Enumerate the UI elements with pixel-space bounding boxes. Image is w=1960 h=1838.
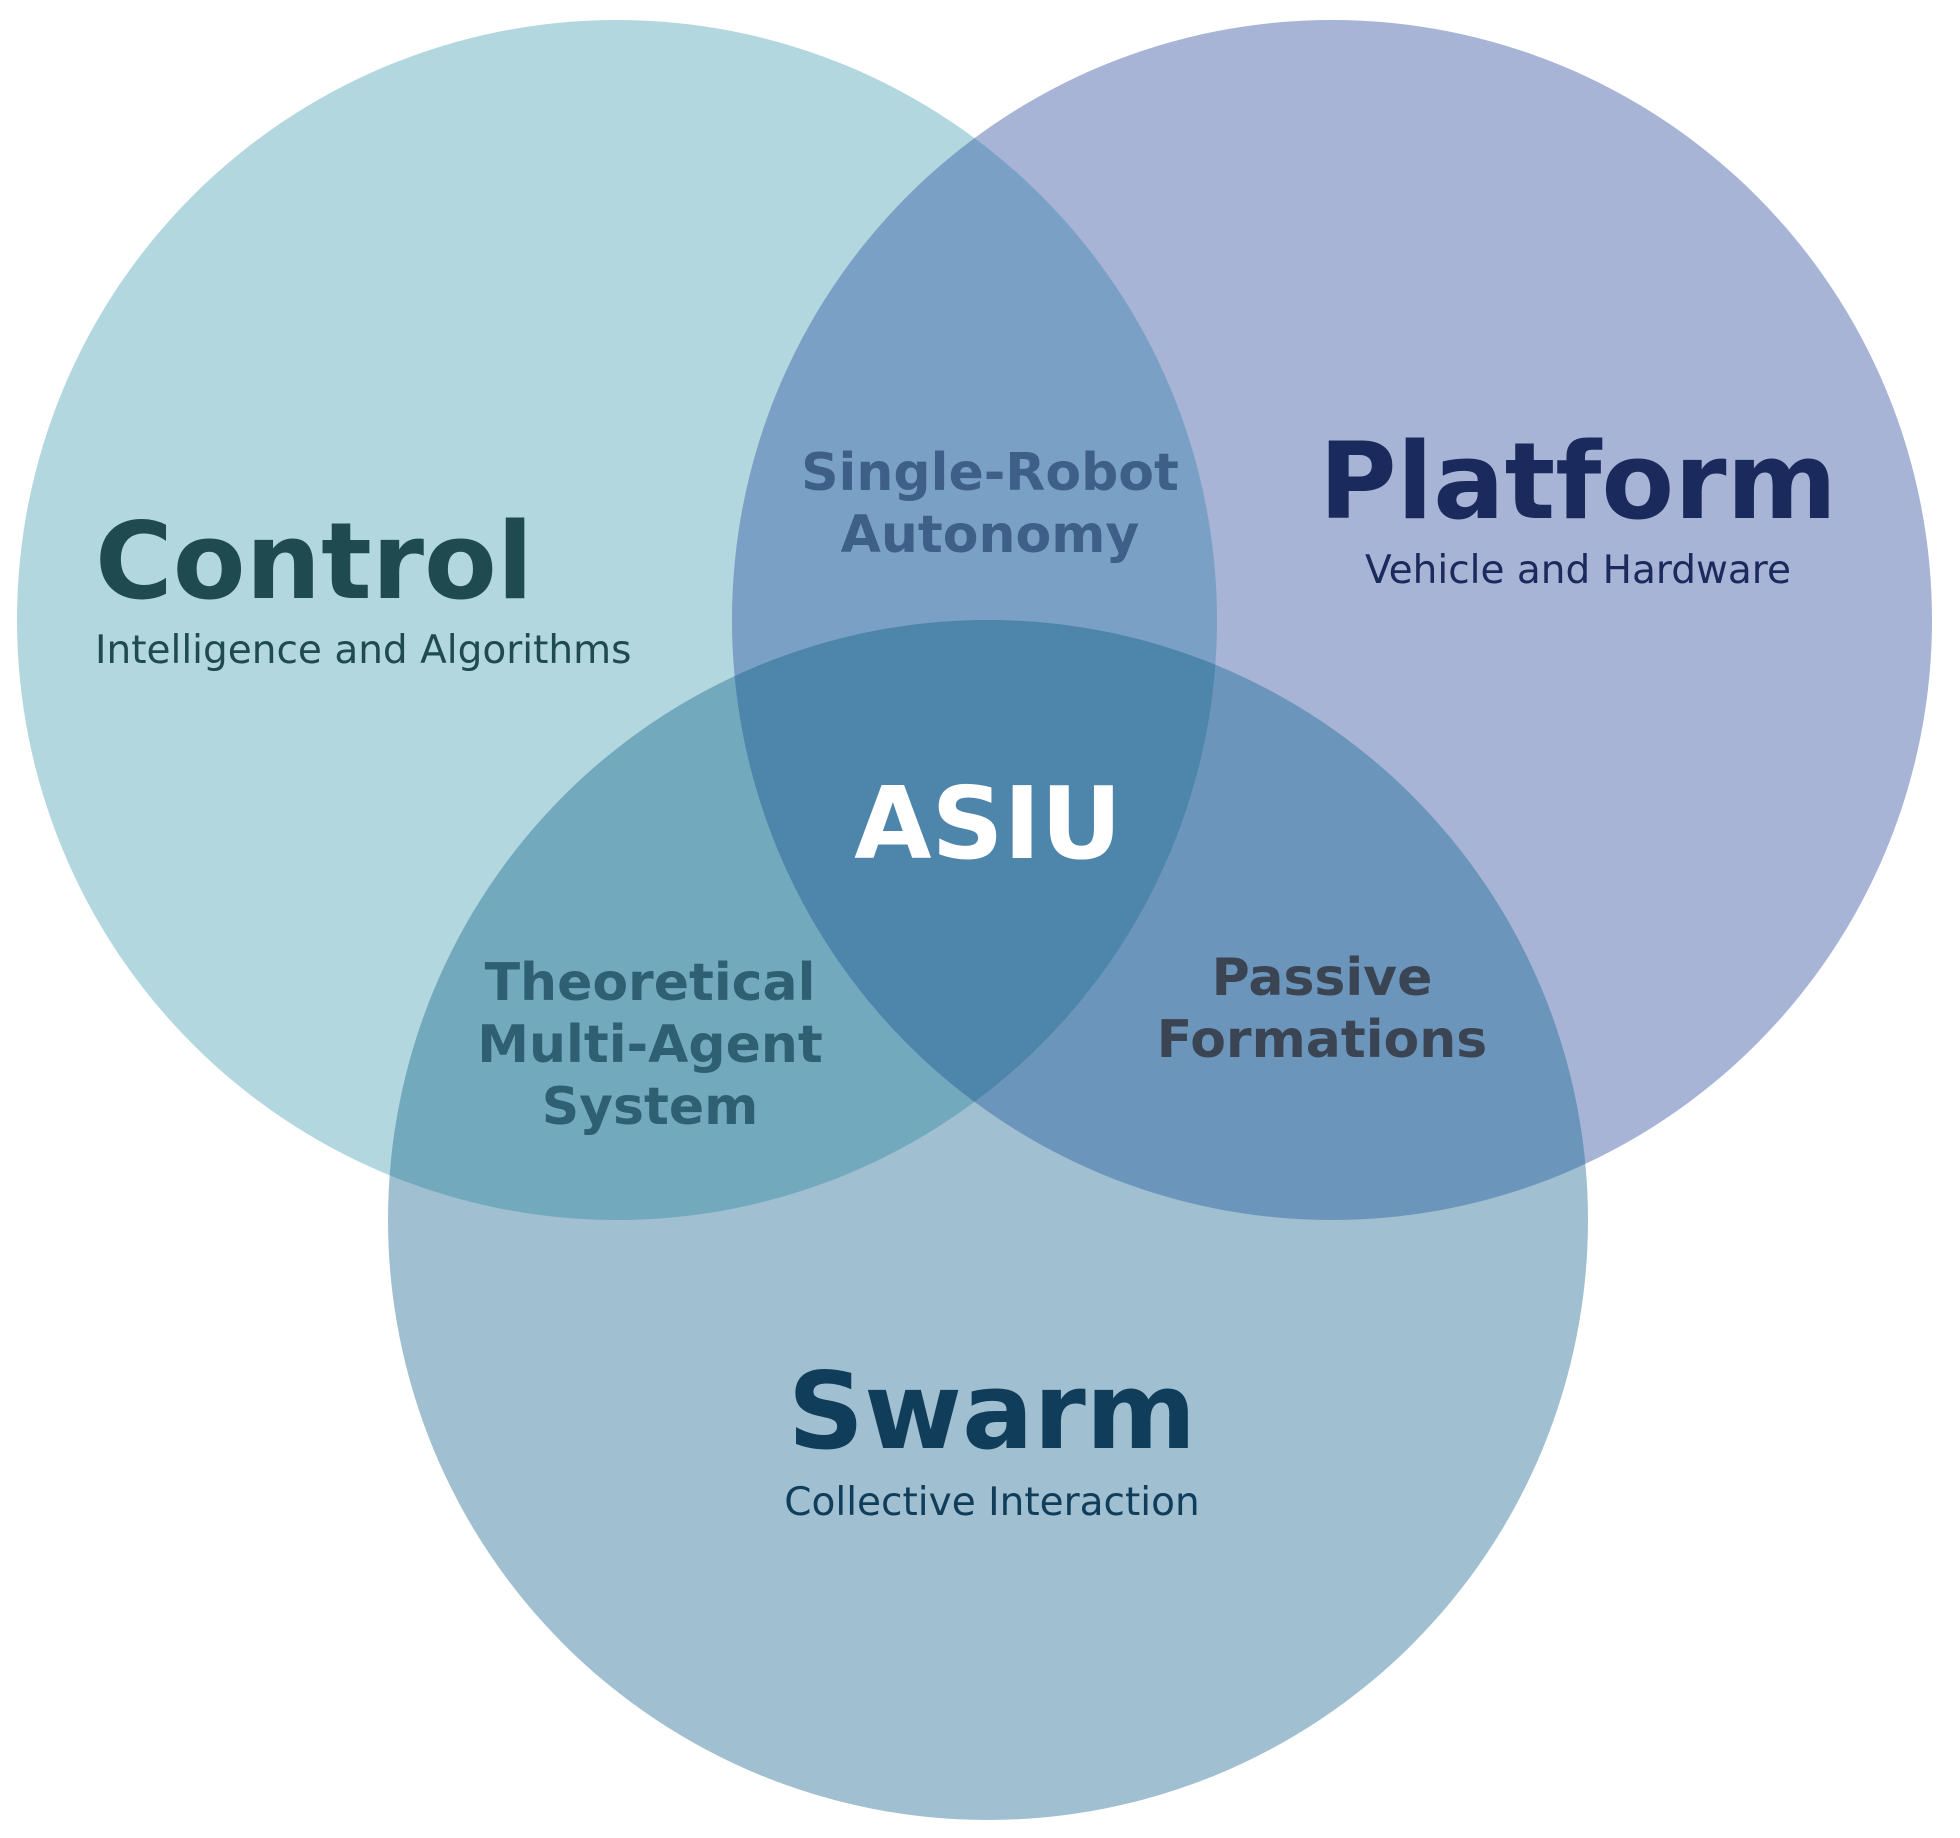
swarm-title: Swarm: [788, 1350, 1197, 1473]
control-swarm-overlap: [388, 620, 1217, 1220]
passive-formations-line-1: Passive: [1212, 948, 1433, 1008]
asiu-label: ASIU: [854, 765, 1122, 882]
theoretical-mas-line-3: System: [542, 1077, 759, 1137]
single-robot-autonomy-line-2: Autonomy: [841, 505, 1140, 565]
swarm-subtitle: Collective Interaction: [784, 1480, 1199, 1525]
platform-subtitle: Vehicle and Hardware: [1365, 548, 1791, 593]
theoretical-mas-line-2: Multi-Agent: [477, 1015, 822, 1075]
theoretical-mas-line-1: Theoretical: [485, 953, 816, 1013]
passive-formations-line-2: Formations: [1157, 1010, 1487, 1070]
control-subtitle: Intelligence and Algorithms: [95, 628, 631, 673]
platform-title: Platform: [1319, 420, 1837, 543]
platform-swarm-overlap: [732, 620, 1588, 1220]
single-robot-autonomy-line-1: Single-Robot: [801, 443, 1179, 503]
control-title: Control: [95, 500, 533, 623]
